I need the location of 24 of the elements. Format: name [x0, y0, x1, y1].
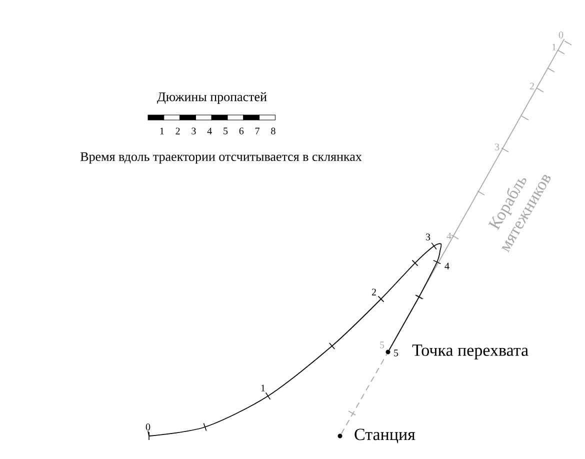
course-line [340, 354, 388, 434]
time-number: 2 [372, 288, 376, 296]
time-number: 0 [558, 32, 564, 38]
time-number: 1 [552, 44, 556, 50]
note: Время вдоль траектории отсчитывается в склянках [80, 152, 362, 164]
time-number: 0 [146, 424, 150, 430]
scale-title: Дюжины пропастей [157, 92, 267, 104]
trajectory [148, 242, 442, 440]
scale-number: 7 [255, 128, 260, 134]
time-number: 2 [530, 82, 534, 90]
time-number: 5 [380, 342, 384, 348]
scale-number: 2 [176, 128, 180, 134]
time-number: 3 [426, 234, 430, 240]
scale-number: 5 [224, 128, 228, 134]
time-number: 4 [444, 262, 450, 270]
scale-number: 6 [239, 128, 244, 134]
scale-number: 1 [160, 128, 164, 134]
time-number: 4 [446, 232, 452, 240]
scale-number: 4 [207, 128, 212, 134]
time-number: 1 [261, 384, 265, 392]
scale-number: 8 [271, 128, 276, 134]
time-number: 3 [495, 144, 500, 150]
scale-number: 3 [192, 128, 196, 134]
time-number: 5 [394, 350, 398, 356]
